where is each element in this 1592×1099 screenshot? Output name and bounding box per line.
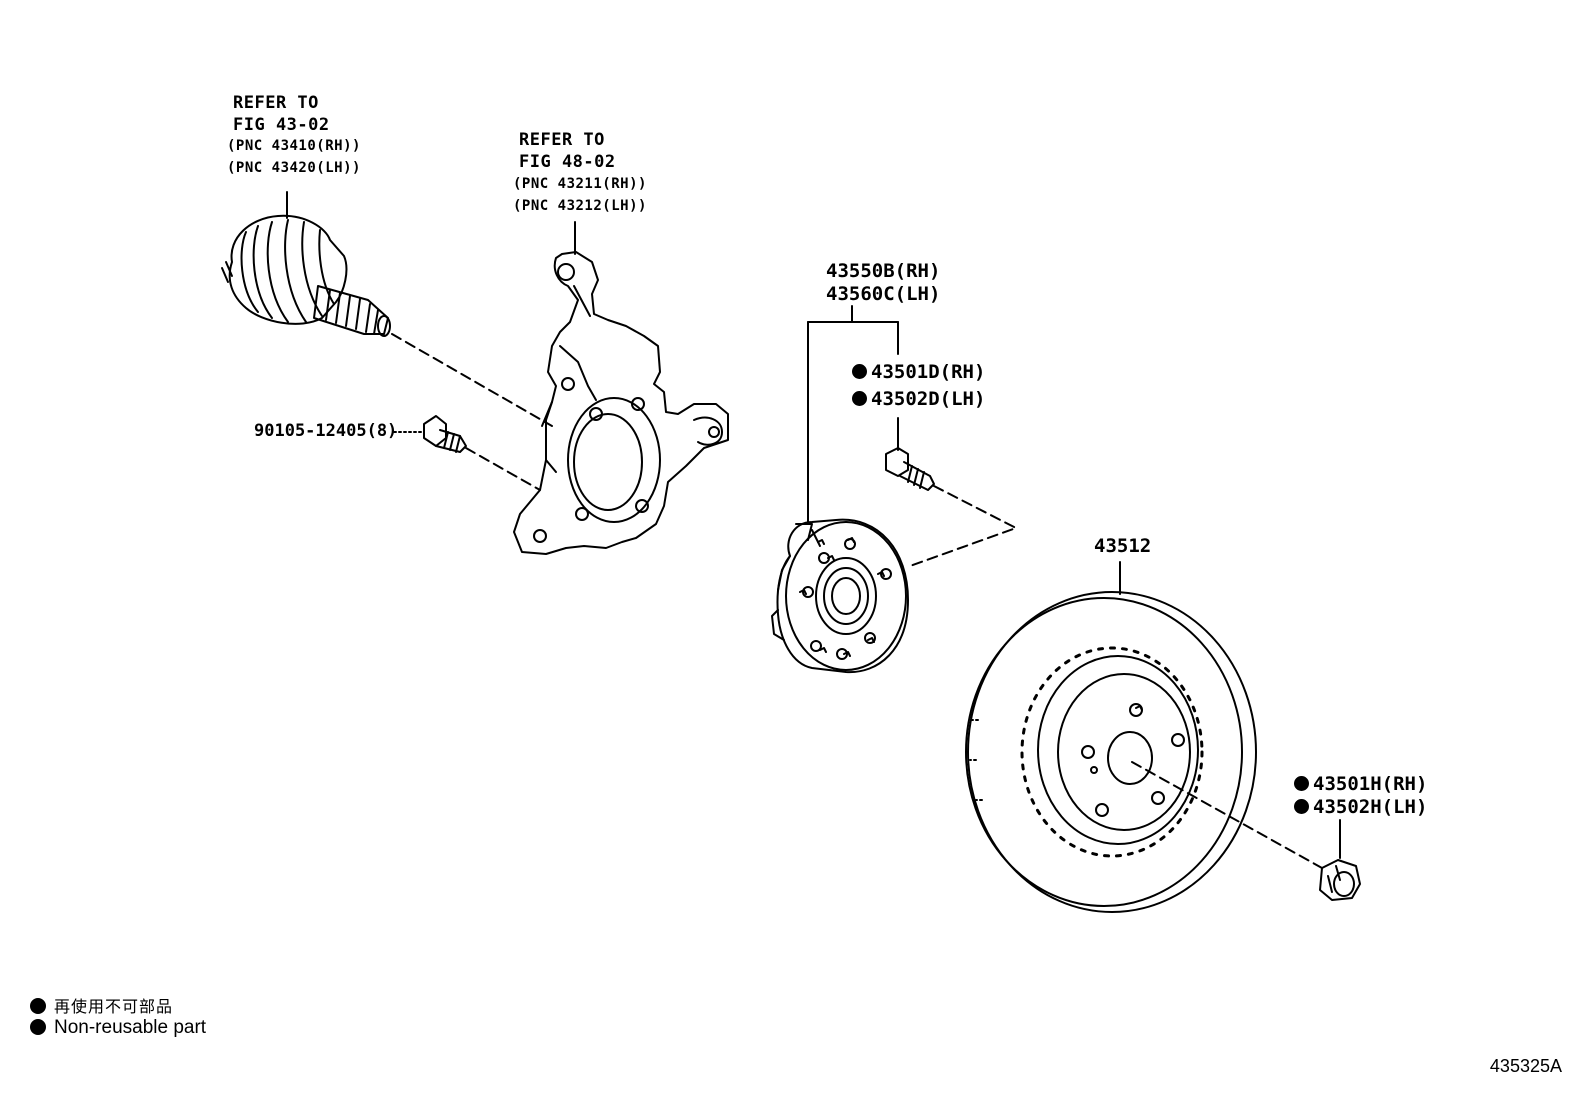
knuckle-callout-line2: FIG 48-02 [519, 152, 616, 172]
rotor-part-number: 43512 [1094, 535, 1152, 557]
knuckle-callout-line1: REFER TO [519, 130, 605, 150]
nut-part-number-lh: 43502H(LH) [1294, 795, 1427, 819]
non-reusable-dot-icon [1294, 799, 1309, 814]
steering-knuckle-icon [513, 251, 729, 555]
hub-bolt-part-number-rh: 43501D(RH) [852, 360, 985, 384]
legend-english: Non-reusable part [30, 1017, 206, 1039]
brake-disc-rotor-icon [965, 591, 1257, 913]
hub-bolt-part-number-lh: 43502D(LH) [852, 387, 985, 411]
non-reusable-dot-icon [852, 391, 867, 406]
hub-bolt-icon [885, 447, 935, 491]
legend-dot-icon [30, 998, 46, 1014]
knuckle-callout-line4: (PNC 43212(LH)) [513, 198, 647, 214]
knuckle-callout-line3: (PNC 43211(RH)) [513, 176, 647, 192]
nut-part-number-rh: 43501H(RH) [1294, 772, 1427, 796]
legend-japanese: 再使用不可部品 [30, 993, 173, 1017]
bolt-part-number: 90105-12405(8) [254, 421, 398, 441]
hub-part-number-rh: 43550B(RH) [826, 260, 941, 282]
driveshaft-callout-line1: REFER TO [233, 93, 319, 113]
legend-dot-icon [30, 1019, 46, 1035]
hub-nut-icon [1319, 859, 1361, 901]
flange-bolt-icon [423, 415, 467, 453]
hub-part-number-lh: 43560C(LH) [826, 283, 941, 305]
hub-bearing-assembly-icon [771, 518, 909, 674]
driveshaft-callout-line4: (PNC 43420(LH)) [227, 160, 361, 176]
driveshaft-callout-line2: FIG 43-02 [233, 115, 330, 135]
illustration-code: 435325A [1489, 1056, 1562, 1076]
driveshaft-outer-joint-icon [221, 214, 391, 337]
driveshaft-callout-line3: (PNC 43410(RH)) [227, 138, 361, 154]
non-reusable-dot-icon [852, 364, 867, 379]
non-reusable-dot-icon [1294, 776, 1309, 791]
